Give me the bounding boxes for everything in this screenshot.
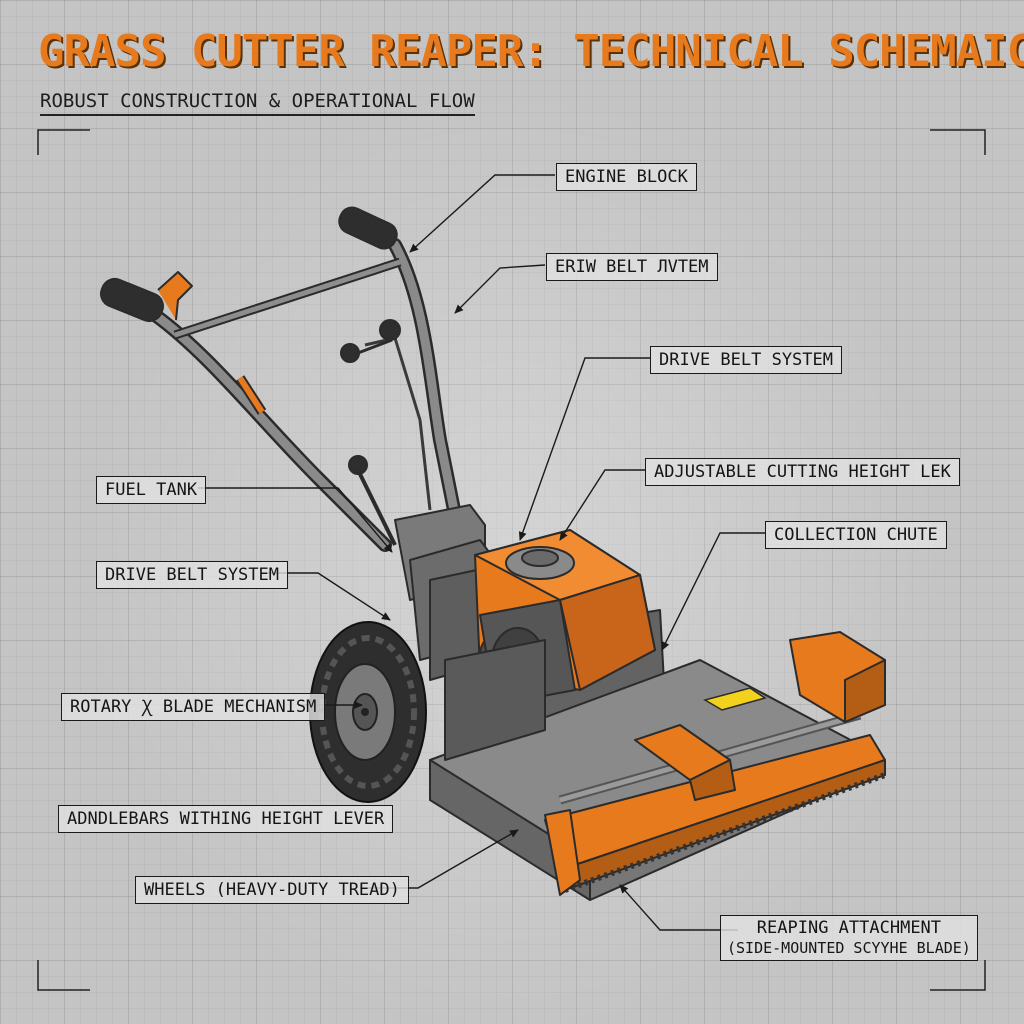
callout-drive-belt-left: DRIVE BELT SYSTEM [96,561,288,589]
callout-collection-chute: COLLECTION CHUTE [765,521,947,549]
right-grip [338,206,398,250]
callout-fuel-tank: FUEL TANK [96,476,207,504]
callout-handlebars: ADNDLEBARS WITHING HEIGHT LEVER [58,805,394,833]
page-title: GRASS CUTTER REAPER: TECHNICAL SCHEMAIC [38,26,1024,77]
callout-reaping-attachment: REAPING ATTACHMENT (SIDE-MOUNTED SCYYHE … [720,915,978,961]
reaping-line-2: (SIDE-MOUNTED SCYYHE BLADE) [727,939,971,957]
callout-adjustable-height: ADJUSTABLE CUTTING HEIGHT LEK [645,458,960,486]
reaping-attachment [544,631,887,896]
callout-engine-block: ENGINE BLOCK [556,163,697,191]
callout-drive-belt-right: DRIVE BELT SYSTEM [650,346,842,374]
callout-wheels: WHEELS (HEAVY-DUTY TREAD) [135,876,409,904]
handlebar-assembly [100,206,462,552]
frame-corners [37,129,986,991]
drive-wheel [309,621,427,803]
callout-eriw-belt: ERIW BELT ЛVTEM [546,253,718,281]
warning-sticker-icon [703,687,767,711]
callout-rotary-blade: ROTARY Ꭓ BLADE MECHANISM [61,693,326,721]
page-subtitle: ROBUST CONSTRUCTION & OPERATIONAL FLOW [40,90,475,116]
left-grip [100,277,164,323]
reaping-line-1: REAPING ATTACHMENT [756,918,942,938]
